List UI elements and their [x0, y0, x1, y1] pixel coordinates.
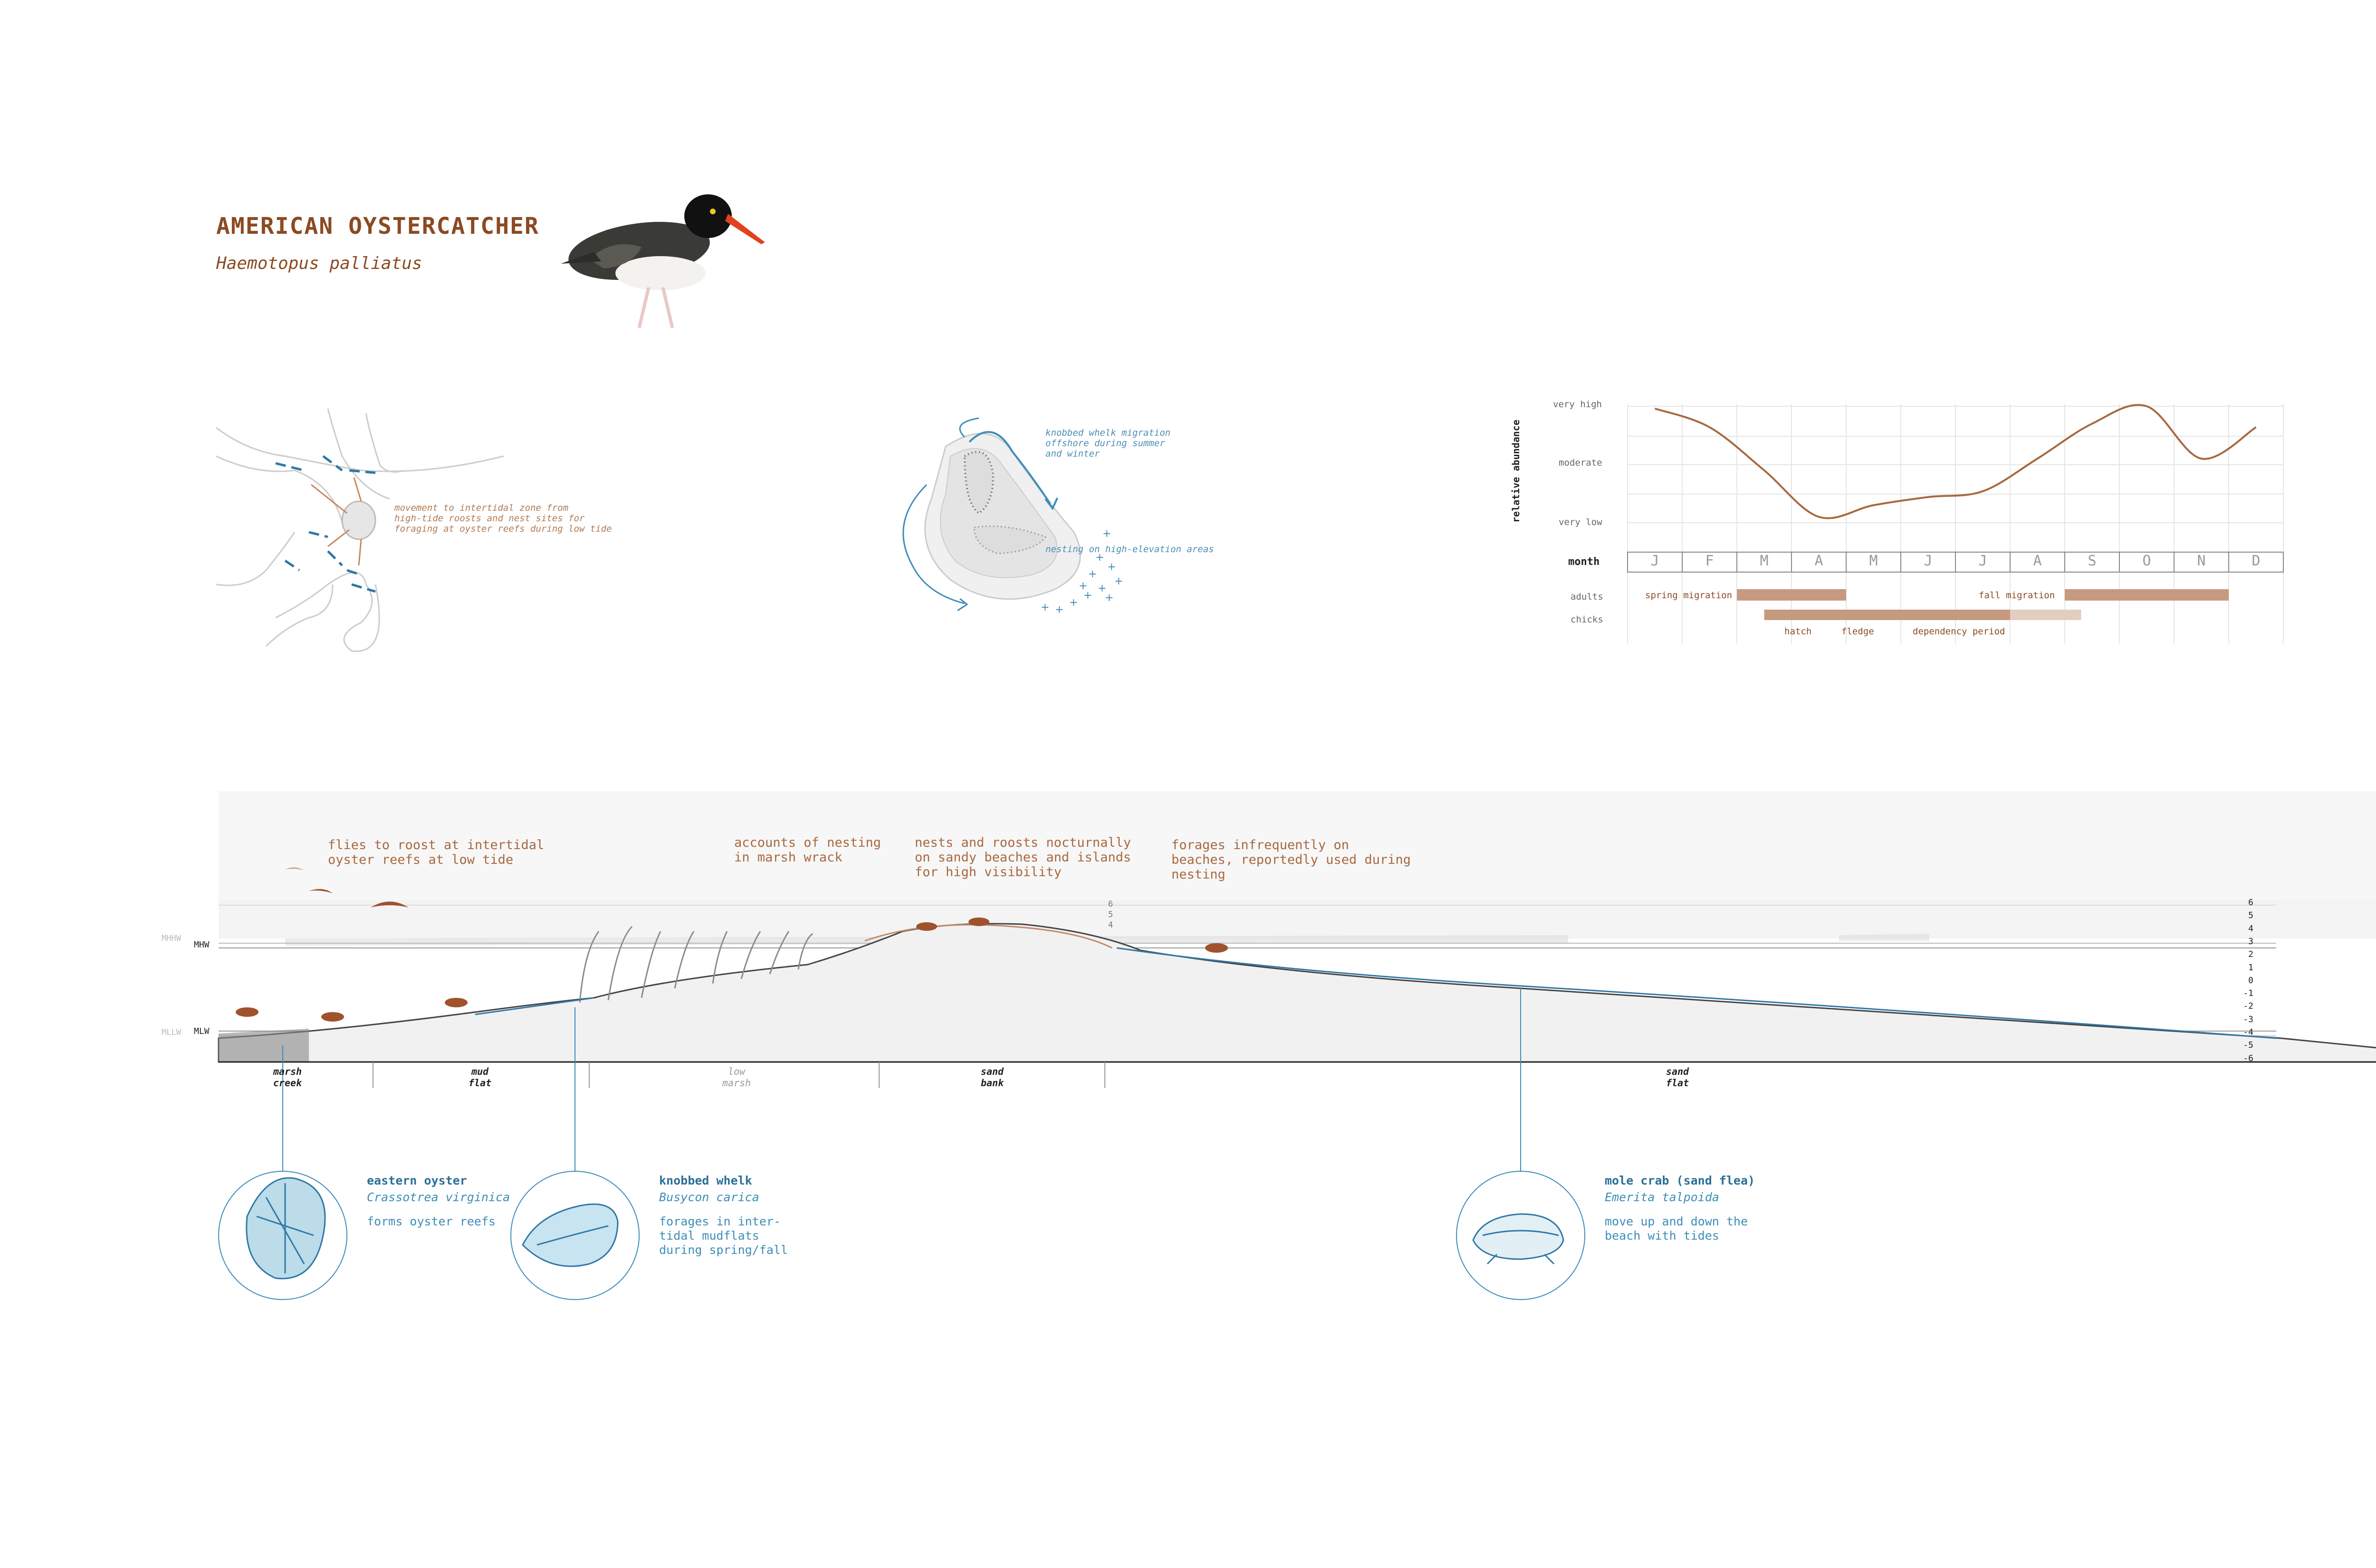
- svg-text:+: +: [1088, 568, 1097, 580]
- chicks-bar: [1764, 610, 1819, 620]
- elevation-tick: 1: [2248, 962, 2253, 973]
- hatch-label: hatch: [1784, 626, 1812, 637]
- spring-migration-label: spring migration: [1645, 590, 1733, 601]
- mini-elevation-tick: 5: [1108, 910, 1113, 919]
- chicks-bar: [2010, 610, 2081, 620]
- elevation-tick: -3: [2243, 1014, 2253, 1024]
- svg-text:+: +: [1069, 597, 1078, 609]
- svg-text:+: +: [1041, 602, 1049, 613]
- zone-mud-flat: mud flat: [468, 1066, 492, 1089]
- nesting-markers: +++ +++ +++ +++: [1041, 528, 1123, 616]
- elevation-lines: [219, 905, 2276, 1036]
- movement-note: movement to intertidal zone from high-ti…: [394, 503, 612, 534]
- nesting-note: nesting on high-elevation areas: [1045, 544, 1214, 555]
- ground-profile: [218, 923, 2376, 1063]
- elevation-tick: 0: [2248, 975, 2253, 985]
- svg-text:+: +: [1083, 590, 1092, 602]
- month-label: F: [1705, 553, 1714, 569]
- species-name: eastern oyster: [367, 1174, 467, 1187]
- svg-text:+: +: [1055, 604, 1063, 616]
- species-desc: forms oyster reefs: [367, 1214, 496, 1228]
- oystercatcher-illustration: [561, 194, 765, 328]
- month-label: J: [1650, 553, 1659, 569]
- month-label: O: [2142, 553, 2151, 569]
- annotation-flies-to-roost: flies to roost at intertidal oyster reef…: [328, 838, 545, 867]
- dependency-period-label: dependency period: [1913, 626, 2005, 637]
- month-label: M: [1869, 553, 1878, 569]
- species-sci: Emerita talpoida: [1605, 1190, 1719, 1204]
- elevation-tick: -1: [2243, 988, 2253, 999]
- svg-text:+: +: [1079, 580, 1087, 592]
- month-label: A: [1814, 553, 1823, 569]
- svg-text:+: +: [1105, 592, 1113, 604]
- page-title: AMERICAN OYSTERCATCHER: [216, 213, 539, 239]
- species-name: knobbed whelk: [659, 1174, 752, 1187]
- annotation-nests-nocturnally: nests and roosts nocturnally on sandy be…: [915, 835, 1131, 880]
- zone-marsh-creek: marsh creek: [273, 1066, 302, 1089]
- species-desc: move up and down the beach with tides: [1605, 1214, 1748, 1243]
- month-label: D: [2251, 553, 2261, 569]
- mlw-label: MLW: [194, 1026, 210, 1036]
- annotation-forages-beaches: forages infrequently on beaches, reporte…: [1171, 838, 1411, 882]
- mhw-label: MHW: [194, 940, 210, 950]
- month-label: M: [1760, 553, 1769, 569]
- elevation-tick: -5: [2243, 1040, 2253, 1051]
- species-desc: forages in inter- tidal mudflats during …: [659, 1214, 788, 1257]
- species-eastern-oyster: eastern oyster Crassotrea virginica form…: [367, 1174, 510, 1229]
- fall-migration-label: fall migration: [1979, 590, 2055, 601]
- elevation-tick: 3: [2248, 936, 2253, 947]
- elevation-tick: 5: [2248, 910, 2253, 921]
- chart-ylabel: relative abundance: [1510, 420, 1522, 523]
- birds-in-section: [236, 867, 1228, 1022]
- elevation-tick: 2: [2248, 949, 2253, 960]
- species-sci: Crassotrea virginica: [367, 1190, 510, 1204]
- adults-bar: [1737, 589, 1846, 601]
- chicks-bar: [1819, 610, 1874, 620]
- species-knobbed-whelk: knobbed whelk Busycon carica forages in …: [659, 1174, 788, 1257]
- ytick-moderate: moderate: [1559, 458, 1602, 468]
- fledge-label: fledge: [1841, 626, 1874, 637]
- chart-grid: [1627, 404, 2284, 644]
- month-label: J: [1924, 553, 1933, 569]
- elevation-tick: -4: [2243, 1027, 2253, 1037]
- svg-text:+: +: [1114, 575, 1123, 587]
- elevation-tick: 6: [2248, 898, 2253, 908]
- zone-low-marsh: low marsh: [722, 1066, 751, 1089]
- svg-text:+: +: [1098, 583, 1106, 594]
- zone-sand-flat: sand flat: [1666, 1066, 1689, 1089]
- elevation-tick: 4: [2248, 923, 2253, 934]
- month-label: N: [2197, 553, 2206, 569]
- species-name: mole crab (sand flea): [1605, 1174, 1755, 1187]
- species-sci: Busycon carica: [659, 1190, 759, 1204]
- abundance-curve: [1654, 404, 2257, 519]
- mllw-label: MLLW: [162, 1028, 181, 1037]
- movement-arrows: [311, 477, 376, 566]
- adults-bar: [2065, 589, 2229, 601]
- elevation-tick: -6: [2243, 1053, 2253, 1063]
- species-mole-crab: mole crab (sand flea) Emerita talpoida m…: [1605, 1174, 1755, 1243]
- chicks-label: chicks: [1571, 614, 1603, 625]
- species-leaders: [218, 988, 1585, 1300]
- elevation-tick: -2: [2243, 1001, 2253, 1012]
- mini-elevation-tick: 6: [1108, 899, 1113, 909]
- svg-text:+: +: [1107, 561, 1116, 573]
- month-label: J: [1978, 553, 1987, 569]
- svg-text:+: +: [1102, 528, 1111, 540]
- month-label: A: [2033, 553, 2042, 569]
- scientific-name: Haemotopus palliatus: [216, 254, 422, 273]
- ytick-very-low: very low: [1559, 517, 1602, 527]
- chicks-bar: [1873, 610, 2010, 620]
- mini-elevation-tick: 4: [1108, 920, 1113, 930]
- mhhw-label: MHHW: [162, 934, 181, 943]
- zone-sand-bank: sand bank: [980, 1066, 1004, 1089]
- month-label: S: [2088, 553, 2097, 569]
- whelk-migration-note: knobbed whelk migration offshore during …: [1045, 428, 1171, 459]
- months-label: month: [1568, 556, 1600, 568]
- adults-label: adults: [1571, 592, 1603, 602]
- ytick-very-high: very high: [1553, 399, 1602, 410]
- annotation-nesting-wrack: accounts of nesting in marsh wrack: [734, 835, 881, 865]
- movement-map-paths: [275, 455, 376, 593]
